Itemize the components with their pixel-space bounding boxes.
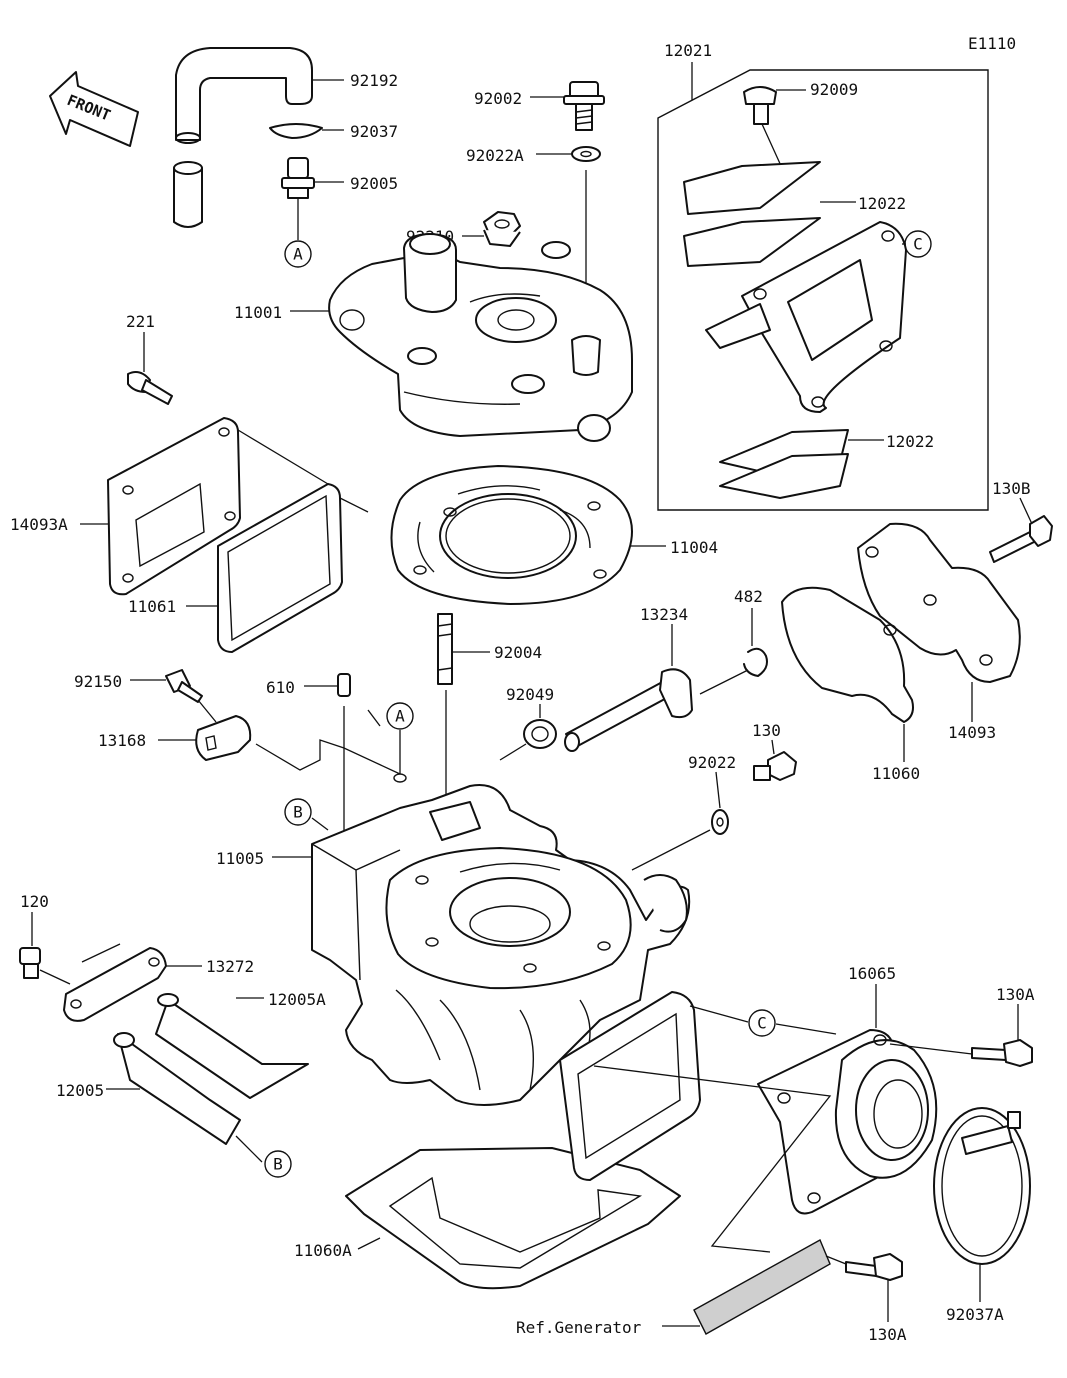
bolt-130: [753, 751, 797, 781]
callout-13234: 13234: [640, 605, 688, 624]
circlip-482: [743, 647, 768, 677]
gasket-11061: [217, 483, 343, 653]
front-arrow-icon: FRONT: [49, 71, 139, 147]
cylinder-head-11001: [328, 233, 633, 442]
callout-92150: 92150: [74, 672, 122, 691]
plate-13272: [63, 947, 167, 1022]
callout-12005a: 12005A: [268, 990, 326, 1009]
callout-13272: 13272: [206, 957, 254, 976]
bolt-92002: [563, 81, 605, 131]
callout-92004: 92004: [494, 643, 542, 662]
intake-manifold-16065: [757, 1029, 938, 1215]
bolt-130a-lower: [845, 1253, 903, 1281]
callout-130a-upper: 130A: [996, 985, 1035, 1004]
callout-11004: 11004: [670, 538, 718, 557]
fitting-92005: [281, 157, 315, 199]
valve-12005: [113, 1032, 241, 1145]
diagram-code: E1110: [968, 34, 1016, 53]
callout-92049: 92049: [506, 685, 554, 704]
stud-92004: [437, 613, 453, 685]
washer-92022: [711, 809, 729, 835]
callout-130: 130: [752, 721, 781, 740]
callout-92192: 92192: [350, 71, 398, 90]
callout-11061: 11061: [128, 597, 176, 616]
callout-13168: 13168: [98, 731, 146, 750]
callout-11060a: 11060A: [294, 1241, 352, 1260]
callout-11005: 11005: [216, 849, 264, 868]
callout-11001: 11001: [234, 303, 282, 322]
screw-120: [19, 947, 41, 979]
connector-c-lower: C: [757, 1014, 767, 1033]
bolt-130a-upper: [971, 1039, 1033, 1067]
seal-92049: [523, 719, 557, 749]
clamp-92037: [269, 123, 323, 139]
callout-ref-generator: Ref.Generator: [516, 1318, 642, 1337]
callout-12021: 12021: [664, 41, 712, 60]
pin-610: [337, 673, 351, 697]
reed-petal-12022: [719, 429, 849, 499]
cover-14093: [857, 522, 1021, 683]
callout-92002: 92002: [474, 89, 522, 108]
callout-130a-lower: 130A: [868, 1325, 907, 1344]
cover-14093a: [107, 417, 241, 596]
callout-16065: 16065: [848, 964, 896, 983]
callout-92037: 92037: [350, 122, 398, 141]
callout-92022a: 92022A: [466, 146, 524, 165]
callout-14093: 14093: [948, 723, 996, 742]
hose-92192: [173, 47, 313, 228]
washer-92022a: [571, 146, 601, 162]
connector-b-cylinder: B: [293, 803, 303, 822]
connector-a-top: A: [293, 245, 303, 264]
callout-221: 221: [126, 312, 155, 331]
lever-13168: [195, 715, 252, 761]
reed-valve-kit-box: [657, 69, 989, 511]
reed-stopper-12022: [683, 161, 821, 267]
callout-92022: 92022: [688, 753, 736, 772]
valve-12005a: [155, 993, 309, 1099]
callout-130b: 130B: [992, 479, 1031, 498]
screw-221: [127, 371, 173, 405]
callout-482: 482: [734, 587, 763, 606]
callout-12022-bottom: 12022: [886, 432, 934, 451]
callout-11060: 11060: [872, 764, 920, 783]
reed-block: [705, 221, 907, 413]
shaft-13234: [564, 668, 693, 752]
intake-gasket: [559, 991, 701, 1181]
callout-12005: 12005: [56, 1081, 104, 1100]
clamp-92037a: [933, 1107, 1031, 1265]
generator-ref-plate: [693, 1239, 831, 1335]
screw-92009: [743, 86, 777, 125]
callout-92009: 92009: [810, 80, 858, 99]
gasket-11060: [781, 586, 914, 723]
connector-c-top: C: [913, 235, 923, 254]
connector-b-lower: B: [273, 1155, 283, 1174]
callout-12022-top: 12022: [858, 194, 906, 213]
callout-610: 610: [266, 678, 295, 697]
callout-92005: 92005: [350, 174, 398, 193]
head-gasket-11004: [390, 465, 633, 605]
cylinder-11005: [311, 773, 691, 1106]
callout-120: 120: [20, 892, 49, 911]
callout-14093a: 14093A: [10, 515, 68, 534]
callout-92037a: 92037A: [946, 1305, 1004, 1324]
connector-a-cylinder: A: [395, 707, 405, 726]
base-gasket-11060a: [345, 1147, 681, 1290]
bolt-130b: [989, 515, 1053, 563]
screw-92150: [165, 669, 203, 703]
nut-92210: [483, 211, 521, 247]
